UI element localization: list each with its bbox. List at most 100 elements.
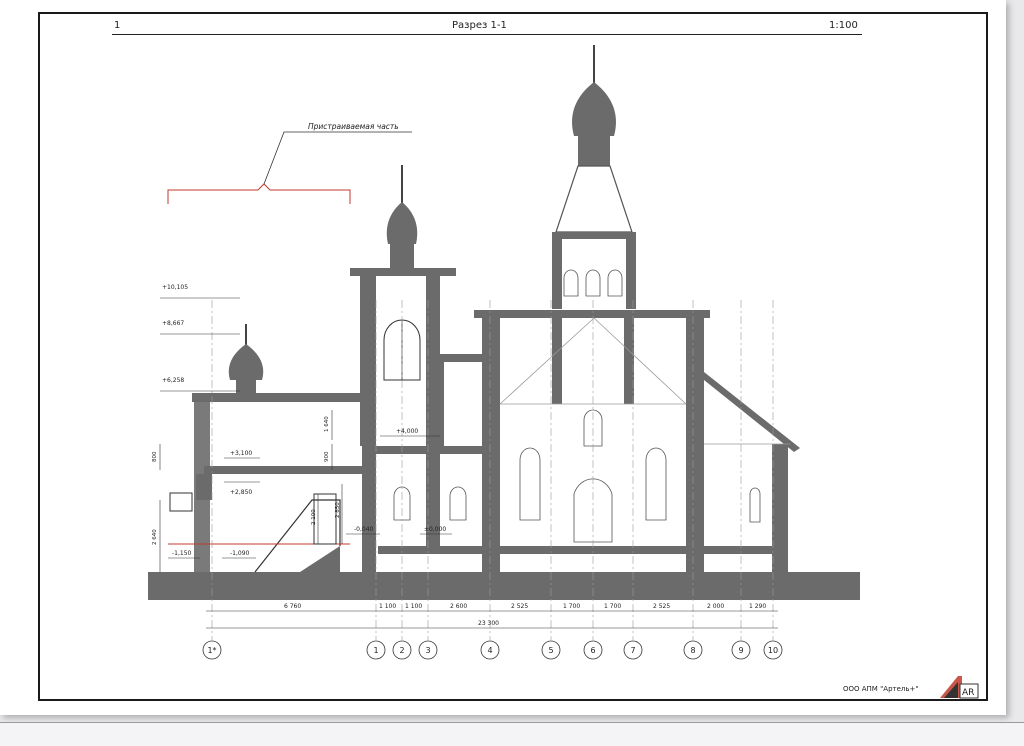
apse <box>704 372 800 572</box>
axis-label: 8 <box>690 646 695 655</box>
axis-bubble <box>583 640 603 660</box>
drum-window-3 <box>607 269 623 297</box>
nave-window-1 <box>519 447 541 521</box>
level-label: -1,090 <box>230 550 250 557</box>
left-annex <box>168 393 374 573</box>
axis-label: 1 <box>373 646 378 655</box>
annex-annotation: Пристраиваемая часть <box>167 122 412 204</box>
nave-window-3 <box>645 447 667 521</box>
vestibule-window-1 <box>393 486 411 521</box>
vestibule-roof <box>440 354 484 362</box>
axis-bubble <box>541 640 561 660</box>
annex-column <box>196 474 212 500</box>
hdim-label: 1 700 <box>563 603 580 610</box>
axis-bubble <box>731 640 751 660</box>
level-label: -1,150 <box>172 550 192 557</box>
vdim-label: 800 <box>152 451 158 462</box>
hdim-label: 2 000 <box>707 603 724 610</box>
level-label: +8,667 <box>162 320 184 327</box>
main-pillar-right <box>624 318 634 404</box>
sheet-number: 1 <box>114 20 121 31</box>
annex-stair <box>254 499 341 573</box>
axis-bubble <box>366 640 386 660</box>
annotation-label: Пристраиваемая часть <box>308 122 399 131</box>
hdim-label: 6 760 <box>284 603 301 610</box>
nave-window-2 <box>583 409 603 447</box>
main-drum-right <box>626 239 636 309</box>
bell-dome-drum <box>390 244 414 268</box>
bell-lower-wall <box>362 446 376 572</box>
bell-right-wall <box>426 276 440 546</box>
sheet-scale: 1:100 <box>829 20 858 31</box>
vdim-label: 2 100 <box>311 509 317 525</box>
axis-bubble <box>392 640 412 660</box>
annex-mid-floor <box>204 466 374 474</box>
drum-window-2 <box>585 269 601 297</box>
sheet-frame <box>38 12 988 701</box>
main-drum-left <box>552 239 562 309</box>
small-dome-drum <box>236 380 256 393</box>
horizontal-dimensions: 6 760 1 100 1 100 2 600 2 525 1 700 1 70… <box>206 603 778 629</box>
hdim-label: 1 100 <box>379 603 396 610</box>
level-label: +3,100 <box>230 450 252 457</box>
total-dimension: 23 300 <box>478 620 499 627</box>
bell-window <box>383 319 421 381</box>
company-name: ООО АПМ "Артель+" <box>843 685 919 693</box>
axis-label: 1* <box>207 646 216 655</box>
vdim-label: 2 640 <box>152 529 158 545</box>
annotation-leader <box>263 131 412 185</box>
bell-roof <box>350 268 456 276</box>
main-wall-right <box>686 318 704 572</box>
axis-bubbles: 1* 1 2 3 4 5 6 7 8 9 10 <box>202 640 783 660</box>
annex-roof <box>192 393 364 402</box>
company-logo-icon: AR <box>940 676 979 699</box>
axis-label: 10 <box>768 646 778 655</box>
ground-slab <box>148 572 860 600</box>
bell-left-wall <box>360 276 376 446</box>
axis-bubble <box>480 640 500 660</box>
sheet-title: Разрез 1-1 <box>452 20 507 31</box>
nave-door <box>573 478 613 543</box>
hdim-label: 1 700 <box>604 603 621 610</box>
axis-label: 4 <box>487 646 492 655</box>
annex-door <box>313 493 337 545</box>
axis-bubble <box>623 640 643 660</box>
main-dome-neck <box>578 136 610 166</box>
axis-label: 2 <box>399 646 404 655</box>
level-label: +4,000 <box>396 428 418 435</box>
vault-line-2 <box>593 317 687 405</box>
level-label: ±0,000 <box>424 526 446 533</box>
vdim-label: 2 850 <box>335 502 341 518</box>
axis-bubble <box>202 640 222 660</box>
main-church <box>393 45 710 572</box>
apse-wall <box>772 444 788 572</box>
axis-center-lines <box>211 300 774 640</box>
vestibule-window-2 <box>449 486 467 521</box>
axis-label: 5 <box>548 646 553 655</box>
apse-roof <box>704 372 800 452</box>
bell-dome-onion <box>386 202 418 244</box>
apse-window <box>749 487 761 523</box>
axis-bubble <box>418 640 438 660</box>
main-tent-roof <box>555 165 633 233</box>
axis-bubble <box>763 640 783 660</box>
vestibule-wall <box>440 362 444 446</box>
bottom-strip <box>0 722 1024 746</box>
hdim-label: 1 290 <box>749 603 766 610</box>
drum-window-1 <box>563 269 579 297</box>
small-dome-onion <box>228 344 264 380</box>
axis-label: 7 <box>630 646 635 655</box>
vertical-dimensions: 800 2 640 1 640 900 2 100 2 850 <box>152 410 343 572</box>
hdim-label: 2 525 <box>511 603 528 610</box>
section-drawing: Пристраиваемая часть +10,105 +8,667 +6,2… <box>148 45 860 660</box>
main-roof <box>474 310 710 318</box>
small-dome <box>228 324 264 393</box>
hdim-label: 2 525 <box>653 603 670 610</box>
main-wall-left <box>482 318 500 572</box>
logo-text: AR <box>962 688 974 698</box>
main-dome-onion <box>572 82 616 136</box>
main-pillar-left <box>552 318 562 404</box>
level-label: +2,850 <box>230 489 252 496</box>
annex-steps <box>169 492 193 512</box>
axis-label: 9 <box>738 646 743 655</box>
